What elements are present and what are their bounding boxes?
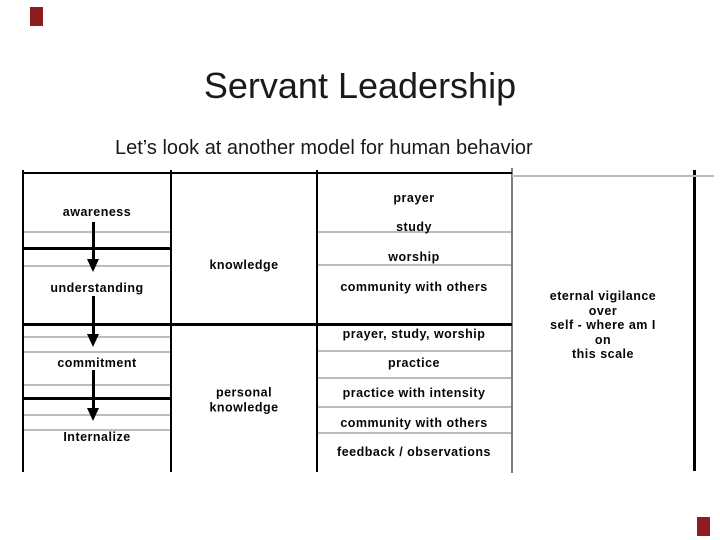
ladder-stage-line-2 <box>22 397 172 400</box>
practice-prayer: prayer <box>393 191 435 205</box>
label-eternal-vigilance: eternal vigilance over self - where am I… <box>549 288 657 361</box>
grid-line <box>24 429 170 431</box>
grid-line <box>24 384 170 386</box>
slide-subtitle: Let’s look at another model for human be… <box>115 137 533 159</box>
corner-accent-bottom-right <box>697 517 710 536</box>
grid-line <box>318 350 511 352</box>
table-divider-1 <box>170 170 172 472</box>
slide-title: Servant Leadership <box>203 65 517 106</box>
table-border-top-right <box>512 175 714 177</box>
label-personal-knowledge: personal knowledge <box>209 385 279 415</box>
practice-prayer-study-worship: prayer, study, worship <box>342 327 486 341</box>
step-internalize: Internalize <box>63 430 131 444</box>
label-knowledge: knowledge <box>209 258 279 272</box>
practice-practice: practice <box>388 356 440 370</box>
grid-line <box>24 351 170 353</box>
corner-accent-top-left <box>30 7 43 26</box>
table-border-top <box>22 172 512 174</box>
step-commitment: commitment <box>57 356 137 370</box>
practice-worship: worship <box>388 250 440 264</box>
practice-practice-intensity: practice with intensity <box>342 386 486 400</box>
table-border-left <box>22 170 24 472</box>
practice-community-2: community with others <box>340 416 488 430</box>
step-awareness: awareness <box>62 205 132 219</box>
grid-line <box>318 432 511 434</box>
practice-community: community with others <box>340 280 488 294</box>
table-divider-3 <box>511 168 513 473</box>
grid-line <box>318 264 511 266</box>
grid-line <box>318 231 511 233</box>
step-understanding: understanding <box>50 281 144 295</box>
practice-study: study <box>396 220 432 234</box>
table-divider-2 <box>316 170 318 472</box>
ladder-stage-line-1 <box>22 247 172 250</box>
grid-line <box>318 377 511 379</box>
practice-feedback-observations: feedback / observations <box>337 445 491 459</box>
table-border-right <box>693 170 696 471</box>
table-middle-line <box>22 323 512 326</box>
grid-line <box>24 231 170 233</box>
grid-line <box>318 406 511 408</box>
